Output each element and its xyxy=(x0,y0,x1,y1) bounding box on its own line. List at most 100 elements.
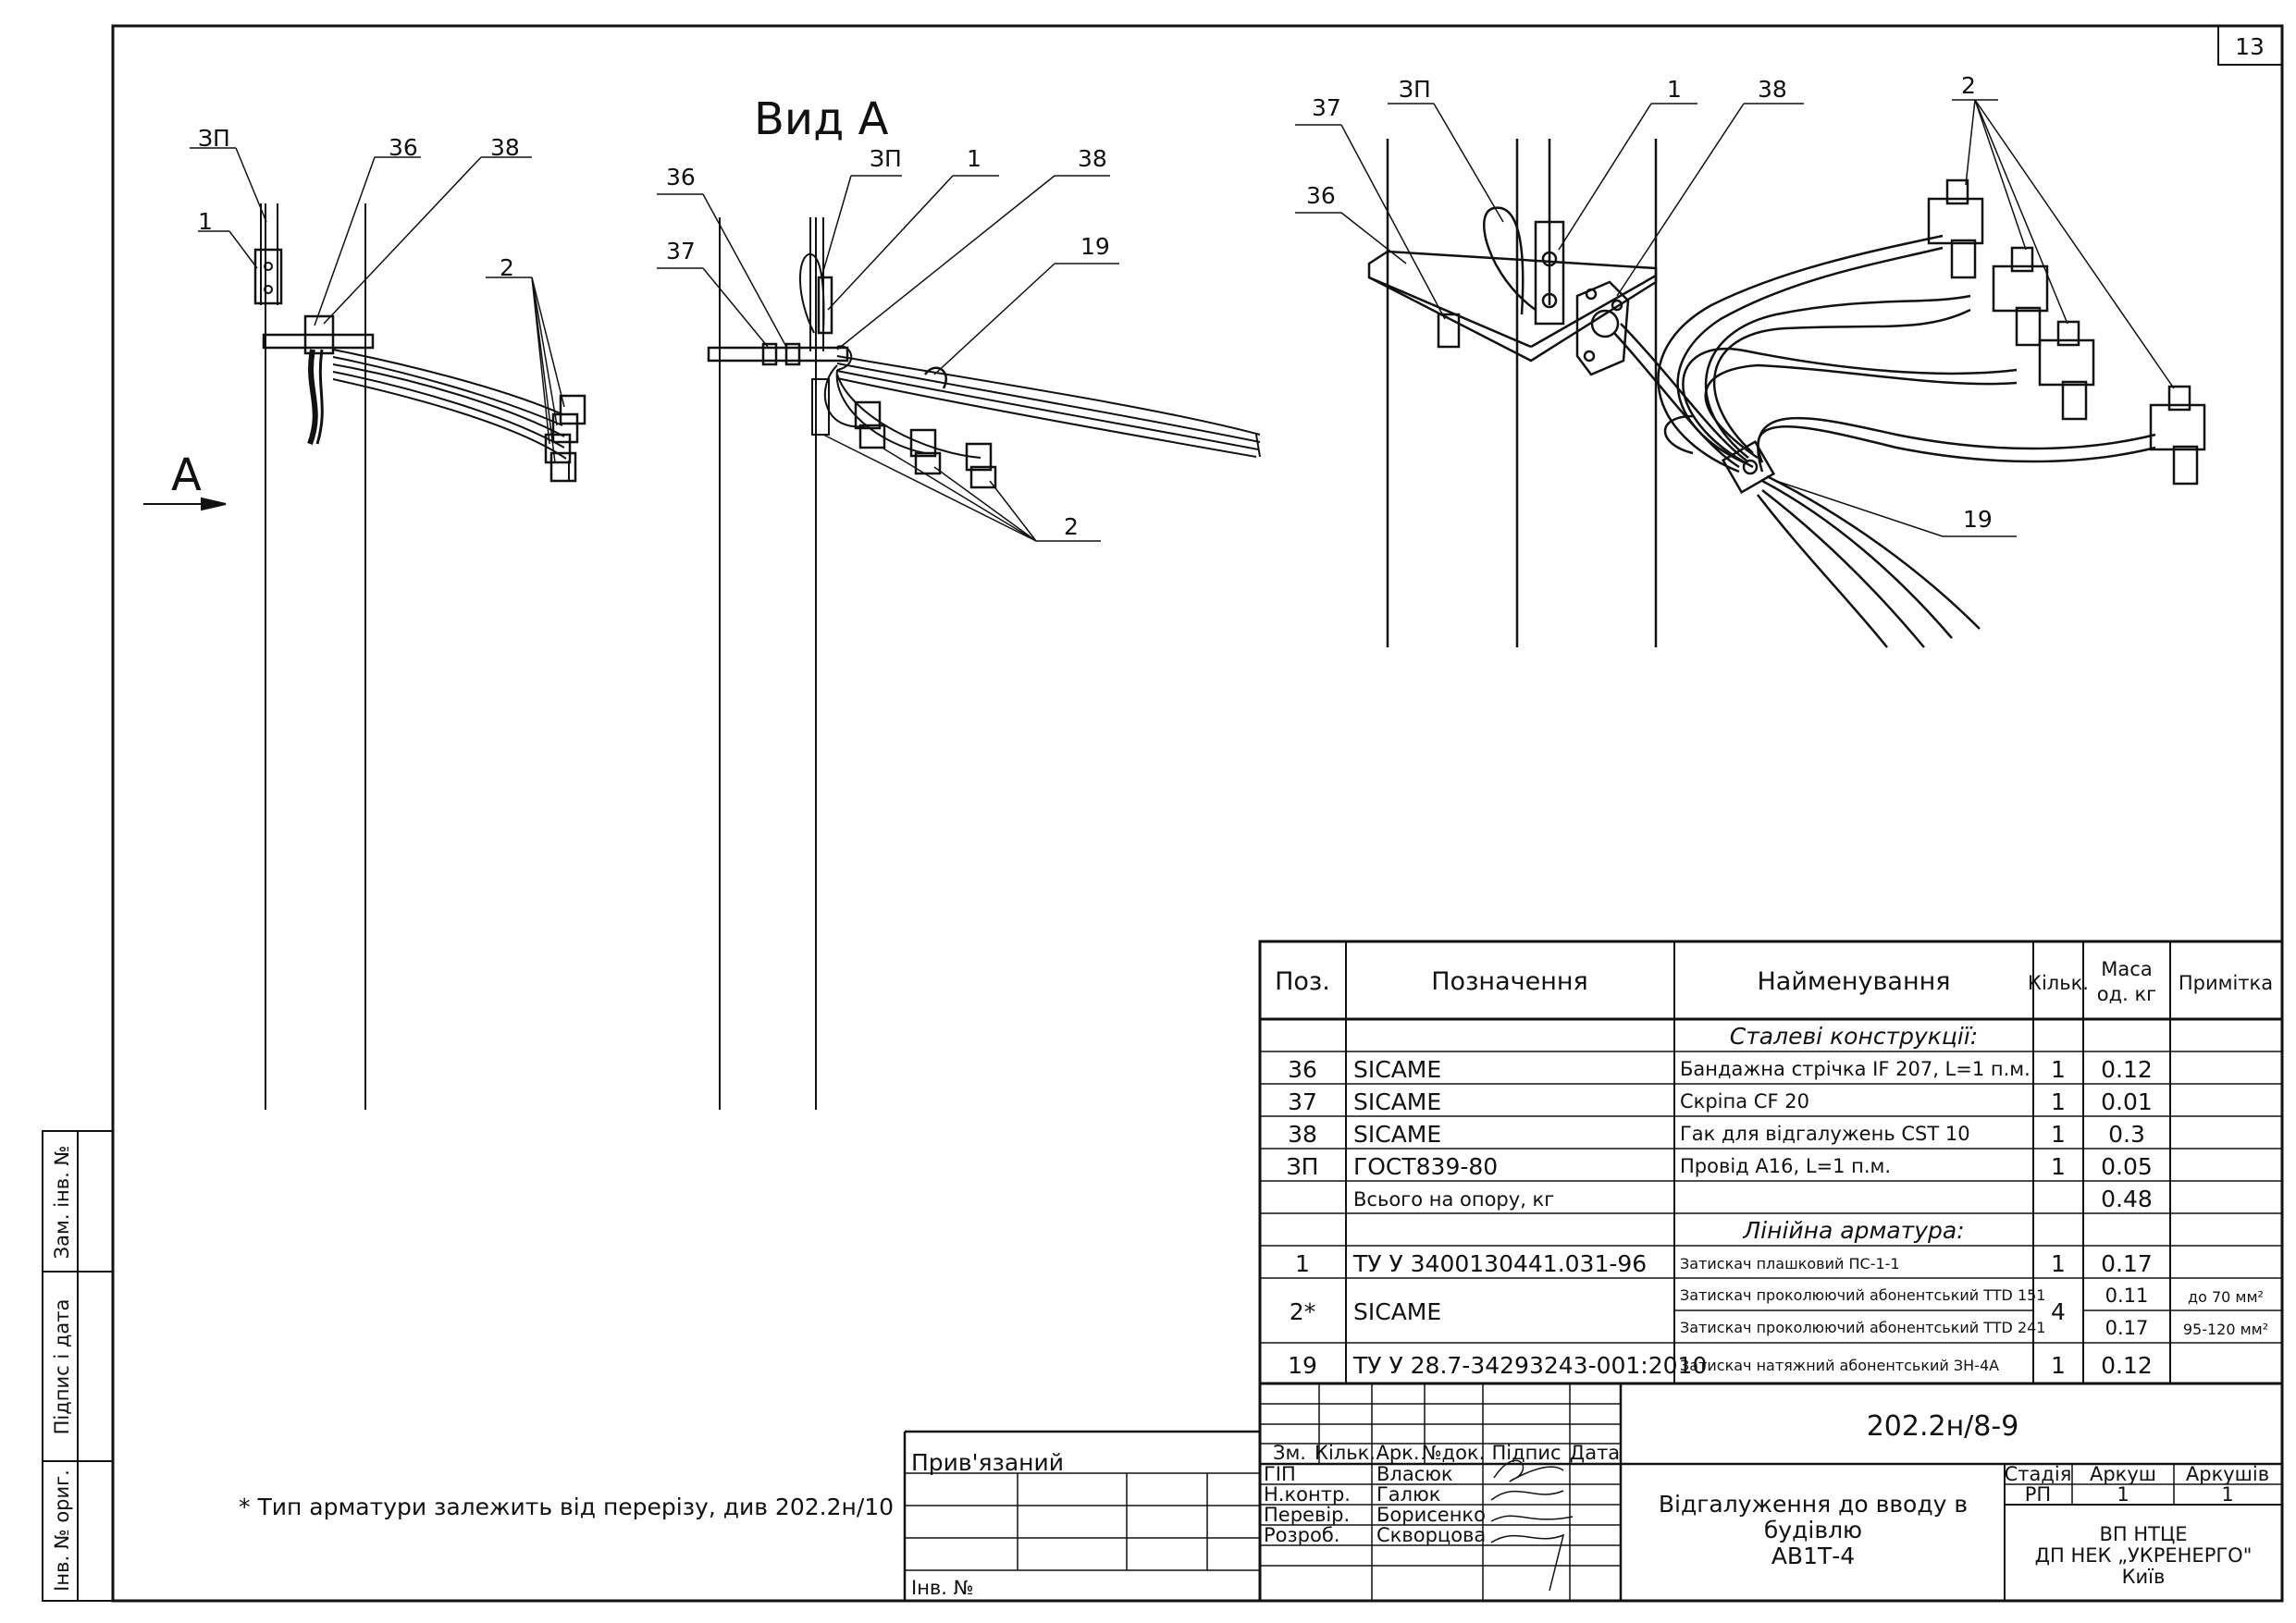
callout-2-right: 2 xyxy=(1961,72,1976,99)
svg-text:Розроб.: Розроб. xyxy=(1264,1524,1339,1546)
sheet-number-box xyxy=(2217,25,2283,66)
svg-text:Арк.: Арк. xyxy=(1376,1442,1419,1464)
svg-text:36: 36 xyxy=(1288,1056,1317,1083)
svg-text:0.3: 0.3 xyxy=(2108,1121,2145,1148)
svg-text:0.01: 0.01 xyxy=(2101,1088,2153,1115)
spec-row-total: Всього на опору, кг 0.48 xyxy=(1353,1186,2153,1212)
svg-text:0.12: 0.12 xyxy=(2101,1352,2153,1379)
svg-text:Затискач натяжний абонентський: Затискач натяжний абонентський ЗН-4А xyxy=(1680,1357,1999,1374)
left-view xyxy=(253,203,586,1110)
svg-text:Затискач плашковий ПС-1-1: Затискач плашковий ПС-1-1 xyxy=(1680,1255,1900,1273)
callout-1-left: 1 xyxy=(198,208,213,235)
side-stamp-inv: Інв. № ориг. xyxy=(51,1469,73,1592)
callout-38-right: 38 xyxy=(1758,76,1787,103)
svg-text:Скріпа CF 20: Скріпа CF 20 xyxy=(1680,1090,1809,1113)
callout-38-left: 38 xyxy=(490,134,520,161)
rev-headers: Зм. Кільк. Арк. №док. Підпис Дата xyxy=(1273,1442,1620,1464)
svg-text:0.48: 0.48 xyxy=(2101,1186,2153,1212)
callout-19-right: 19 xyxy=(1963,506,1993,533)
spec-header-name: Найменування xyxy=(1757,967,1950,996)
svg-text:Затискач проколюючий абонентсь: Затискач проколюючий абонентський TTD 24… xyxy=(1680,1319,2045,1336)
callout-36-right: 36 xyxy=(1306,182,1336,209)
org-line-1: ВП НТЦЕ xyxy=(2099,1523,2187,1545)
spec-row-1: 1 ТУ У 3400130441.031-96 Затискач плашко… xyxy=(1295,1250,2153,1277)
svg-text:1: 1 xyxy=(2051,1352,2066,1379)
spec-section-steel: Сталеві конструкції: xyxy=(1730,1023,1978,1050)
spec-header-pos: Поз. xyxy=(1275,967,1330,996)
svg-text:Перевір.: Перевір. xyxy=(1264,1504,1350,1526)
svg-text:19: 19 xyxy=(1288,1352,1317,1379)
drawing-title-3: АВ1Т-4 xyxy=(1771,1543,1855,1569)
svg-text:0.17: 0.17 xyxy=(2105,1317,2149,1339)
svg-text:0.11: 0.11 xyxy=(2105,1285,2149,1307)
svg-text:37: 37 xyxy=(1288,1088,1317,1115)
view-arrow-label: А xyxy=(171,449,202,501)
doc-code: 202.2н/8-9 xyxy=(1867,1410,2019,1443)
drawing-title-1: Відгалуження до вводу в xyxy=(1659,1491,1968,1518)
spec-header-designation: Позначення xyxy=(1431,967,1588,996)
callout-19-middle: 19 xyxy=(1080,233,1110,260)
svg-text:4: 4 xyxy=(2051,1298,2066,1325)
stage-label: Стадія xyxy=(2005,1463,2072,1485)
svg-text:Бандажна стрічка IF 207, L=1 п: Бандажна стрічка IF 207, L=1 п.м. xyxy=(1680,1058,2031,1080)
svg-text:0.12: 0.12 xyxy=(2101,1056,2153,1083)
svg-text:1: 1 xyxy=(2051,1153,2066,1180)
inv-label: Інв. № xyxy=(911,1577,974,1599)
isometric-view-leaders xyxy=(1295,99,2175,537)
spec-header-note: Примітка xyxy=(2179,972,2273,994)
svg-text:0.17: 0.17 xyxy=(2101,1250,2153,1277)
svg-text:ТУ У 28.7-34293243-001:2010: ТУ У 28.7-34293243-001:2010 xyxy=(1352,1352,1707,1379)
sheet-frame xyxy=(111,24,2284,1603)
spec-row-2: 2* SICAME 4 Затискач проколюючий абонент… xyxy=(1290,1285,2268,1339)
linked-label: Прив'язаний xyxy=(911,1449,1064,1476)
callout-zp-left: ЗП xyxy=(198,125,230,152)
svg-text:2*: 2* xyxy=(1290,1298,1315,1325)
spec-row-19: 19 ТУ У 28.7-34293243-001:2010 Затискач … xyxy=(1288,1352,2153,1379)
svg-text:SICAME: SICAME xyxy=(1353,1298,1441,1325)
callout-38-middle: 38 xyxy=(1078,145,1107,172)
left-view-leaders xyxy=(190,147,565,463)
svg-text:ЗП: ЗП xyxy=(1287,1153,1319,1180)
callout-36-left: 36 xyxy=(389,134,418,161)
callout-2-middle: 2 xyxy=(1064,513,1079,540)
signatures xyxy=(1490,1459,1574,1592)
spec-section-line: Лінійна арматура: xyxy=(1742,1217,1964,1244)
svg-text:Борисенко: Борисенко xyxy=(1376,1504,1486,1526)
sheet-label: Аркуш xyxy=(2090,1463,2156,1485)
svg-text:SICAME: SICAME xyxy=(1353,1056,1441,1083)
svg-text:Всього на опору, кг: Всього на опору, кг xyxy=(1353,1188,1554,1211)
svg-text:Зм.: Зм. xyxy=(1273,1442,1306,1464)
sheets-label: Аркушів xyxy=(2186,1463,2269,1485)
svg-text:Затискач проколюючий абонентсь: Затискач проколюючий абонентський TTD 15… xyxy=(1680,1286,2045,1304)
callout-1-middle: 1 xyxy=(967,145,981,172)
sheets-value: 1 xyxy=(2221,1483,2233,1506)
svg-text:Скворцова: Скворцова xyxy=(1376,1524,1486,1546)
svg-text:ГОСТ839-80: ГОСТ839-80 xyxy=(1353,1153,1498,1180)
stage-value: РП xyxy=(2025,1483,2051,1506)
svg-text:№док.: №док. xyxy=(1422,1442,1486,1464)
svg-text:Провід А16, L=1 п.м.: Провід А16, L=1 п.м. xyxy=(1680,1155,1891,1177)
svg-text:до 70 мм²: до 70 мм² xyxy=(2188,1288,2264,1306)
svg-text:SICAME: SICAME xyxy=(1353,1088,1441,1115)
side-stamp xyxy=(42,1130,114,1602)
callout-1-right: 1 xyxy=(1667,76,1682,103)
spec-header-mass: Маса xyxy=(2101,958,2152,980)
svg-text:Власюк: Власюк xyxy=(1376,1463,1453,1485)
sheet-number: 13 xyxy=(2235,33,2265,60)
callout-36-middle: 36 xyxy=(666,164,696,191)
svg-text:Кільк.: Кільк. xyxy=(1315,1442,1376,1464)
svg-text:1: 1 xyxy=(2051,1121,2066,1148)
spec-row-zp: ЗП ГОСТ839-80 Провід А16, L=1 п.м. 1 0.0… xyxy=(1287,1153,2153,1180)
org-line-3: Київ xyxy=(2122,1566,2166,1588)
svg-text:1: 1 xyxy=(2051,1250,2066,1277)
spec-header-mass-unit: од. кг xyxy=(2097,983,2156,1005)
title-block-grid xyxy=(903,1382,2284,1603)
callout-37-right: 37 xyxy=(1312,94,1341,121)
callout-2-left: 2 xyxy=(500,254,514,281)
view-arrow xyxy=(143,497,227,511)
svg-text:0.05: 0.05 xyxy=(2101,1153,2153,1180)
sheet-value: 1 xyxy=(2117,1483,2129,1506)
callout-zp-right: ЗП xyxy=(1399,76,1431,103)
svg-text:Дата: Дата xyxy=(1570,1442,1620,1464)
